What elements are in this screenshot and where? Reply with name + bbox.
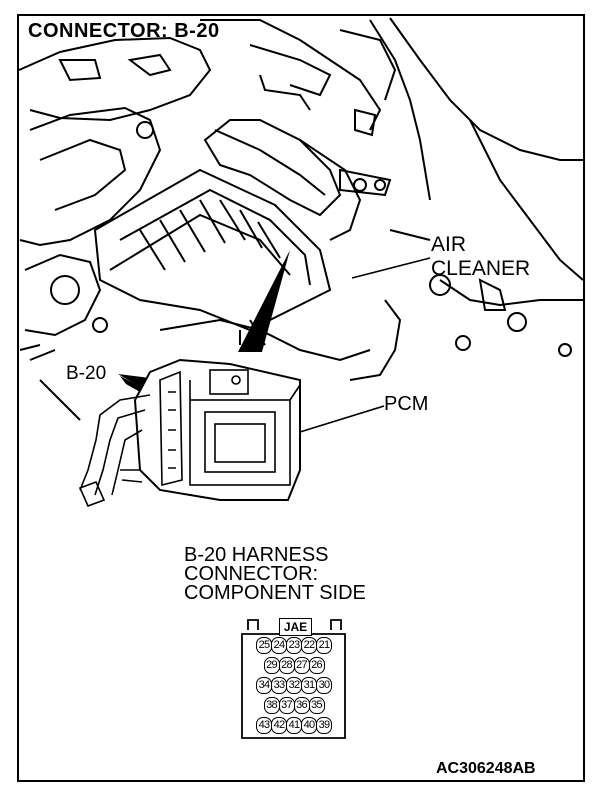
harness-caption-line3: COMPONENT SIDE [184,582,366,604]
pointer-wedge [238,250,290,352]
figure-title: CONNECTOR: B-20 [28,20,220,42]
connector-pin: 30 [316,677,332,694]
connector-pin: 25 [256,637,272,654]
connector-pin: 21 [316,637,332,654]
figure-code: AC306248AB [436,760,536,777]
connector-pin: 35 [308,697,325,714]
air-cleaner-label-line1: AIR [431,233,467,256]
b20-label: B-20 [66,363,107,384]
harness-caption-line1: B-20 HARNESS [184,544,329,566]
connector-pin: 23 [286,637,302,654]
connector-pin: 26 [308,657,325,674]
connector-pin: 41 [286,717,302,734]
connector-pin: 27 [293,657,310,674]
connector-pin: 38 [263,697,280,714]
connector-pin: 36 [293,697,310,714]
connector-pin: 42 [271,717,287,734]
connector-maker-tab: JAE [279,618,312,636]
connector-pin: 28 [278,657,295,674]
connector-pin: 43 [256,717,272,734]
connector-pin: 31 [301,677,317,694]
connector-pin: 32 [286,677,302,694]
connector-pin: 34 [256,677,272,694]
connector-pin: 29 [263,657,280,674]
connector-pin: 39 [316,717,332,734]
air-cleaner-label: AIR CLEANER [431,233,530,281]
connector-pin: 22 [301,637,317,654]
pcm-label: PCM [384,393,429,415]
connector-pin: 24 [271,637,287,654]
harness-caption-line2: CONNECTOR: [184,563,319,585]
harness-connector-caption: B-20 HARNESS CONNECTOR: COMPONENT SIDE [184,544,366,604]
connector-pin: 40 [301,717,317,734]
air-cleaner-label-line2: CLEANER [431,257,531,280]
connector-pin: 33 [271,677,287,694]
connector-pin: 37 [278,697,295,714]
